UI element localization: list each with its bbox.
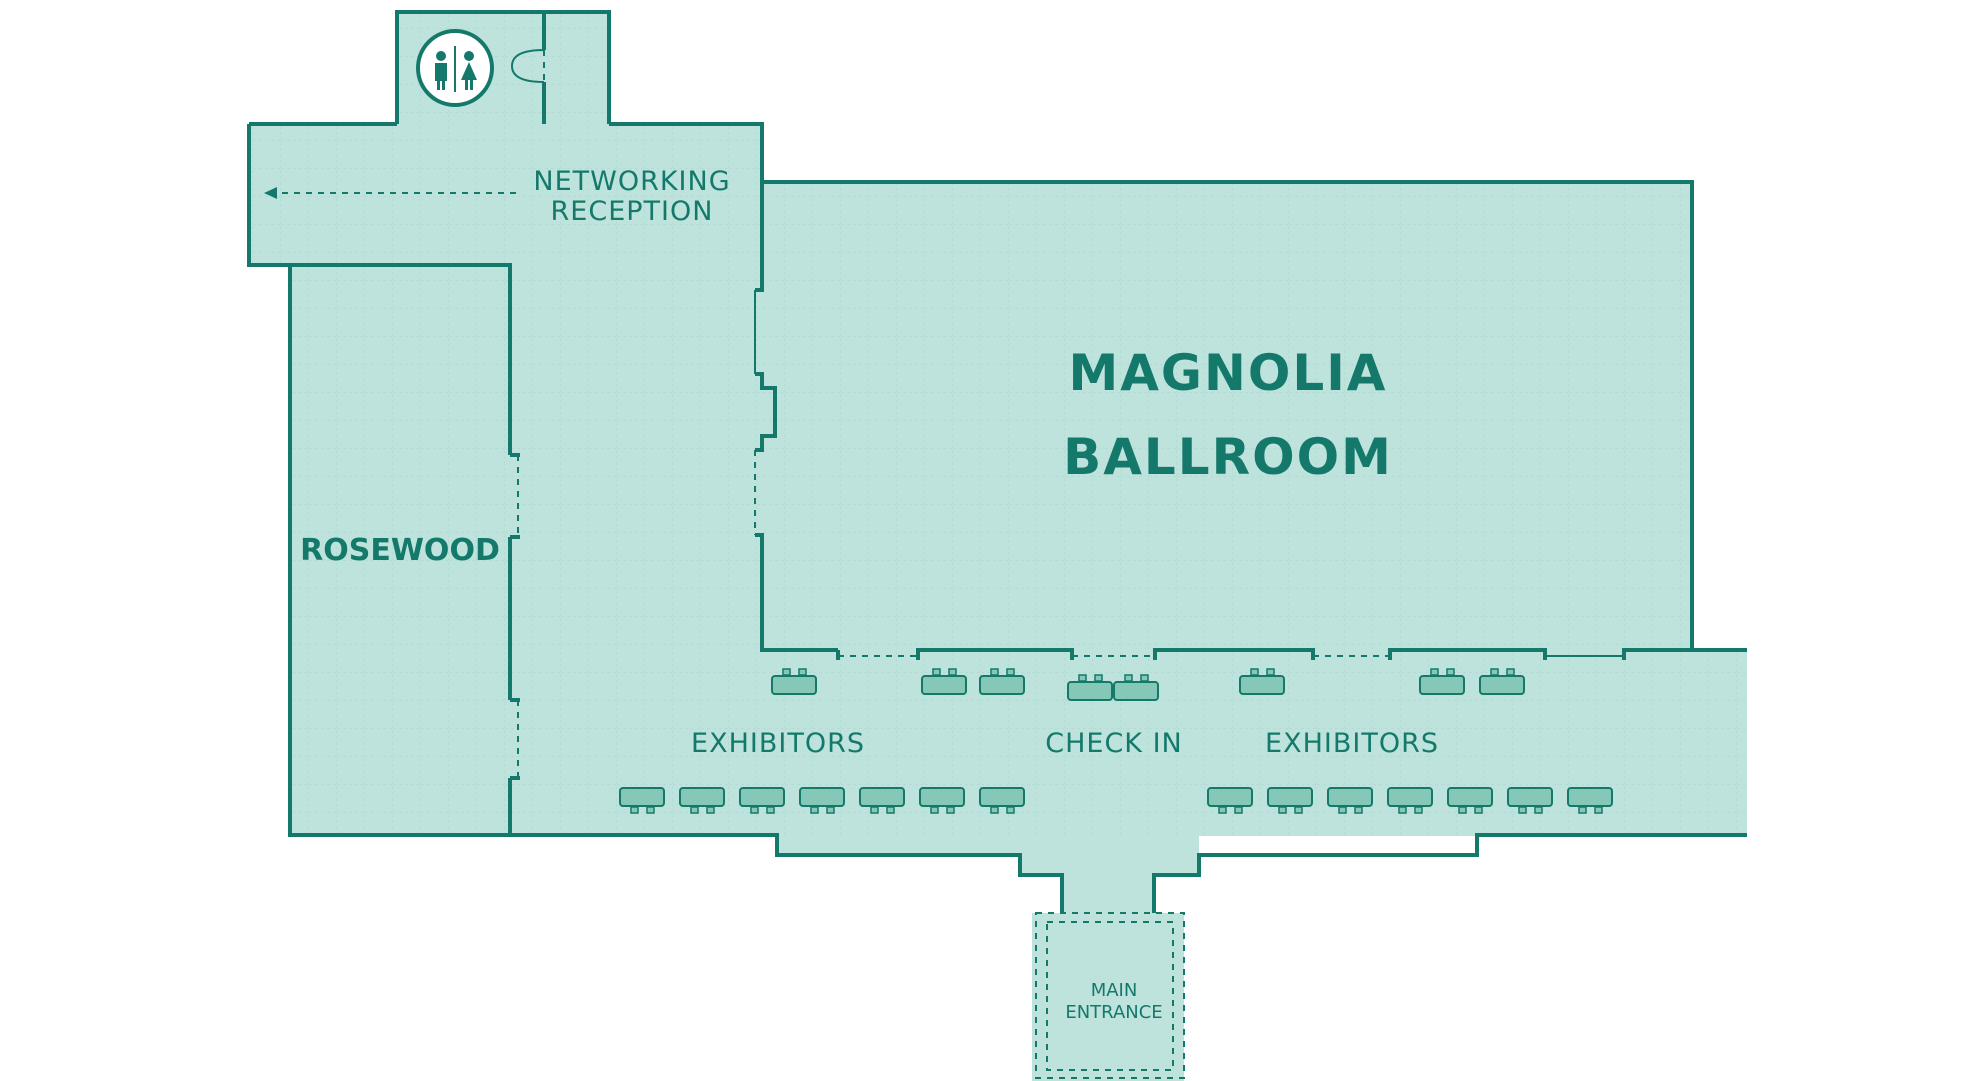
exhibitor-table [799, 787, 845, 814]
exhibitor-table [1479, 668, 1525, 695]
doorways [510, 49, 1624, 778]
exhibitor-table [1267, 787, 1313, 814]
exhibitor-table [1507, 787, 1553, 814]
arrow-left-icon [264, 187, 520, 199]
exhibitors-left-label: EXHIBITORS [691, 728, 865, 759]
networking-reception-label-line2: RECEPTION [551, 196, 714, 227]
exhibitor-table [1067, 674, 1113, 701]
room-labels: MAGNOLIA BALLROOM ROSEWOOD NETWORKING RE… [300, 166, 1439, 1023]
exhibitor-table [1239, 668, 1285, 695]
exhibitor-table [1207, 787, 1253, 814]
exhibitor-table [679, 787, 725, 814]
exhibitor-table [739, 787, 785, 814]
exhibitor-table [921, 668, 967, 695]
exhibitor-table [1113, 674, 1159, 701]
restroom-icon[interactable] [416, 29, 494, 107]
exhibitor-table [1447, 787, 1493, 814]
exhibitor-table [859, 787, 905, 814]
networking-reception-label: NETWORKING [533, 166, 730, 197]
magnolia-ballroom-label-line2: BALLROOM [1063, 428, 1393, 486]
exhibitor-table [771, 668, 817, 695]
rosewood-label: ROSEWOOD [300, 533, 500, 568]
exhibitor-table [979, 787, 1025, 814]
main-entrance-label-line2: ENTRANCE [1065, 1002, 1162, 1023]
exhibitor-table [1419, 668, 1465, 695]
exhibitor-tables [619, 668, 1613, 814]
main-entrance-label: MAIN [1091, 980, 1138, 1001]
exhibitor-table [619, 787, 665, 814]
check-in-label: CHECK IN [1045, 728, 1183, 759]
exhibitor-table [919, 787, 965, 814]
exhibitor-table [1567, 787, 1613, 814]
exhibitor-table [1327, 787, 1373, 814]
magnolia-ballroom-label: MAGNOLIA [1068, 344, 1387, 402]
exhibitors-right-label: EXHIBITORS [1265, 728, 1439, 759]
main-entrance-outline [1035, 912, 1185, 1079]
exhibitor-table [1387, 787, 1433, 814]
exhibitor-table [979, 668, 1025, 695]
